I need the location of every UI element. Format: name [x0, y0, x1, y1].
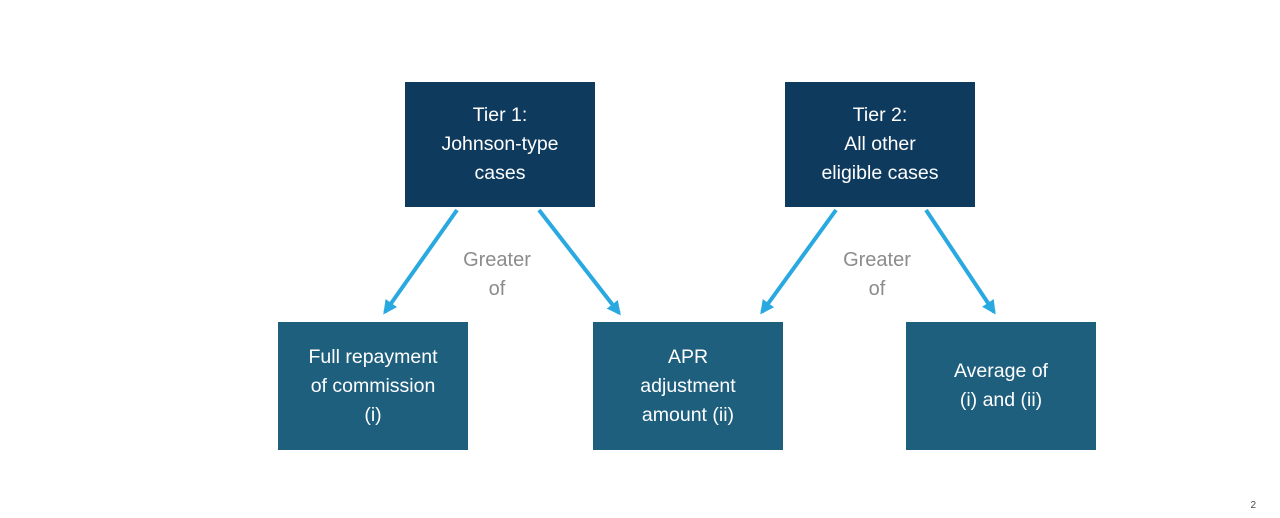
node-average-label: Average of (i) and (ii) [954, 360, 1048, 411]
node-tier2-label: Tier 2: All other eligible cases [821, 104, 939, 184]
node-full-repayment: Full repayment of commission (i) [278, 322, 468, 450]
node-tier1-label: Tier 1: Johnson-type cases [441, 104, 559, 184]
edge-label-tier1-greater-of: Greater of [463, 249, 531, 300]
node-apr-adjustment-label: APR adjustment amount (ii) [640, 345, 736, 426]
page-number: 2 [1250, 500, 1256, 511]
node-apr-adjustment: APR adjustment amount (ii) [593, 322, 783, 450]
node-full-repayment-label: Full repayment of commission (i) [308, 345, 438, 426]
node-tier1: Tier 1: Johnson-type cases [405, 82, 595, 207]
node-average: Average of (i) and (ii) [906, 322, 1096, 450]
node-tier2: Tier 2: All other eligible cases [785, 82, 975, 207]
edge-label-tier2-greater-of: Greater of [843, 249, 911, 300]
